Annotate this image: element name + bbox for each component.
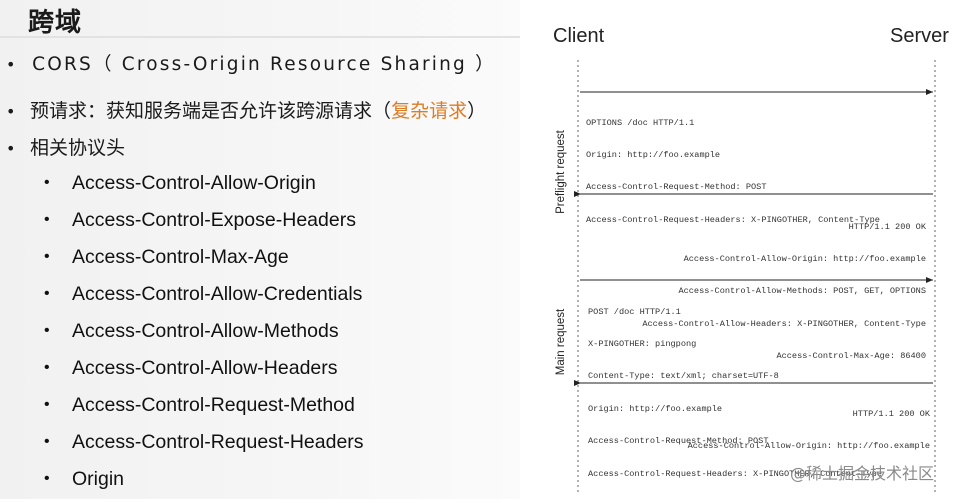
- header-name: Access-Control-Allow-Methods: [72, 320, 339, 342]
- http-line: Access-Control-Request-Method: POST: [588, 436, 769, 447]
- bullet-dot-icon: •: [44, 285, 50, 302]
- cors-text: CORS（ Cross-Origin Resource Sharing ）: [32, 54, 496, 75]
- http-line: Access-Control-Max-Age: 86400: [776, 351, 926, 362]
- client-label: Client: [553, 25, 605, 47]
- http-line: Access-Control-Allow-Origin: http://foo.…: [687, 440, 930, 451]
- list-item: • Access-Control-Allow-Headers: [44, 355, 364, 392]
- list-item: • Access-Control-Request-Headers: [44, 429, 364, 466]
- server-label: Server: [890, 25, 949, 47]
- bullet-dot-icon: •: [44, 211, 50, 228]
- preflight-text: 预请求：获知服务端是否允许该跨源请求（: [30, 100, 392, 122]
- bullet-dot-icon: •: [44, 248, 50, 265]
- bullet-dot-icon: •: [44, 322, 50, 339]
- bullet-dot-icon: •: [6, 139, 16, 158]
- http-line: Access-Control-Allow-Methods: POST, GET,…: [678, 286, 926, 297]
- preflight-response-text: HTTP/1.1 200 OK Access-Control-Allow-Ori…: [642, 200, 926, 384]
- header-name: Access-Control-Allow-Credentials: [72, 283, 363, 305]
- http-line: Access-Control-Request-Headers: X-PINGOT…: [586, 214, 880, 225]
- preflight-bullet: • 预请求：获知服务端是否允许该跨源请求（复杂请求）: [6, 96, 486, 123]
- header-list: • Access-Control-Allow-Origin • Access-Con…: [44, 170, 364, 503]
- header-name: Access-Control-Max-Age: [72, 246, 289, 268]
- http-line: Access-Control-Request-Headers: X-PINGOT…: [588, 468, 882, 479]
- http-line: X-PINGOTHER: pingpong: [588, 338, 697, 349]
- http-line: Access-Control-Allow-Origin: http://foo.…: [683, 253, 926, 264]
- header-name: Access-Control-Request-Method: [72, 394, 355, 416]
- watermark: @稀土掘金技术社区: [790, 464, 935, 483]
- bullet-dot-icon: •: [44, 396, 50, 413]
- headers-bullet: • 相关协议头: [6, 133, 125, 160]
- bullet-dot-icon: •: [44, 174, 50, 191]
- list-item: • Access-Control-Request-Method: [44, 392, 364, 429]
- list-item: • Access-Control-Expose-Headers: [44, 207, 364, 244]
- title-divider: [0, 36, 520, 38]
- cors-sequence-diagram: Client Server Preflight request Main req…: [520, 0, 971, 499]
- http-line: HTTP/1.1 200 OK: [852, 408, 930, 419]
- header-name: Origin: [72, 468, 125, 490]
- main-response-text: HTTP/1.1 200 OK Access-Control-Allow-Ori…: [688, 387, 930, 473]
- cors-bullet: • CORS（ Cross-Origin Resource Sharing ）: [6, 50, 496, 76]
- http-line: Content-Type: text/xml; charset=UTF-8: [588, 371, 779, 382]
- slide-panel: 跨域 • CORS（ Cross-Origin Resource Sharing…: [0, 0, 520, 499]
- preflight-request-text: OPTIONS /doc HTTP/1.1 Origin: http://foo…: [586, 96, 880, 247]
- header-name: Access-Control-Expose-Headers: [72, 209, 356, 231]
- preflight-text-close: ）: [467, 100, 487, 122]
- main-phase-label: Main request: [555, 308, 567, 376]
- header-name: Access-Control-Request-Headers: [72, 431, 364, 453]
- header-name: Access-Control-Allow-Origin: [72, 172, 316, 194]
- http-line: POST /doc HTTP/1.1: [588, 306, 681, 317]
- http-line: Access-Control-Allow-Headers: X-PINGOTHE…: [642, 318, 926, 329]
- bullet-dot-icon: •: [44, 433, 50, 450]
- page-title: 跨域: [28, 8, 83, 38]
- list-item: • Access-Control-Allow-Origin: [44, 170, 364, 207]
- http-line: OPTIONS /doc HTTP/1.1: [586, 117, 695, 128]
- http-line: HTTP/1.1 200 OK: [848, 221, 926, 232]
- main-request-text: POST /doc HTTP/1.1 X-PINGOTHER: pingpong…: [588, 285, 882, 501]
- header-name: Access-Control-Allow-Headers: [72, 357, 338, 379]
- bullet-dot-icon: •: [44, 359, 50, 376]
- list-item: • Access-Control-Allow-Methods: [44, 318, 364, 355]
- http-line: Origin: http://foo.example: [586, 149, 721, 160]
- bullet-dot-icon: •: [6, 102, 16, 121]
- list-item: • Access-Control-Allow-Credentials: [44, 281, 364, 318]
- http-line: Origin: http://foo.example: [588, 403, 723, 414]
- list-item: • Origin: [44, 466, 364, 503]
- headers-title: 相关协议头: [30, 137, 126, 159]
- list-item: • Access-Control-Max-Age: [44, 244, 364, 281]
- complex-request-highlight: 复杂请求: [391, 100, 468, 122]
- http-line: Access-Control-Request-Method: POST: [586, 182, 767, 193]
- bullet-dot-icon: •: [6, 55, 18, 74]
- bullet-dot-icon: •: [44, 470, 50, 487]
- preflight-phase-label: Preflight request: [555, 130, 567, 214]
- sequence-lines: [574, 60, 936, 495]
